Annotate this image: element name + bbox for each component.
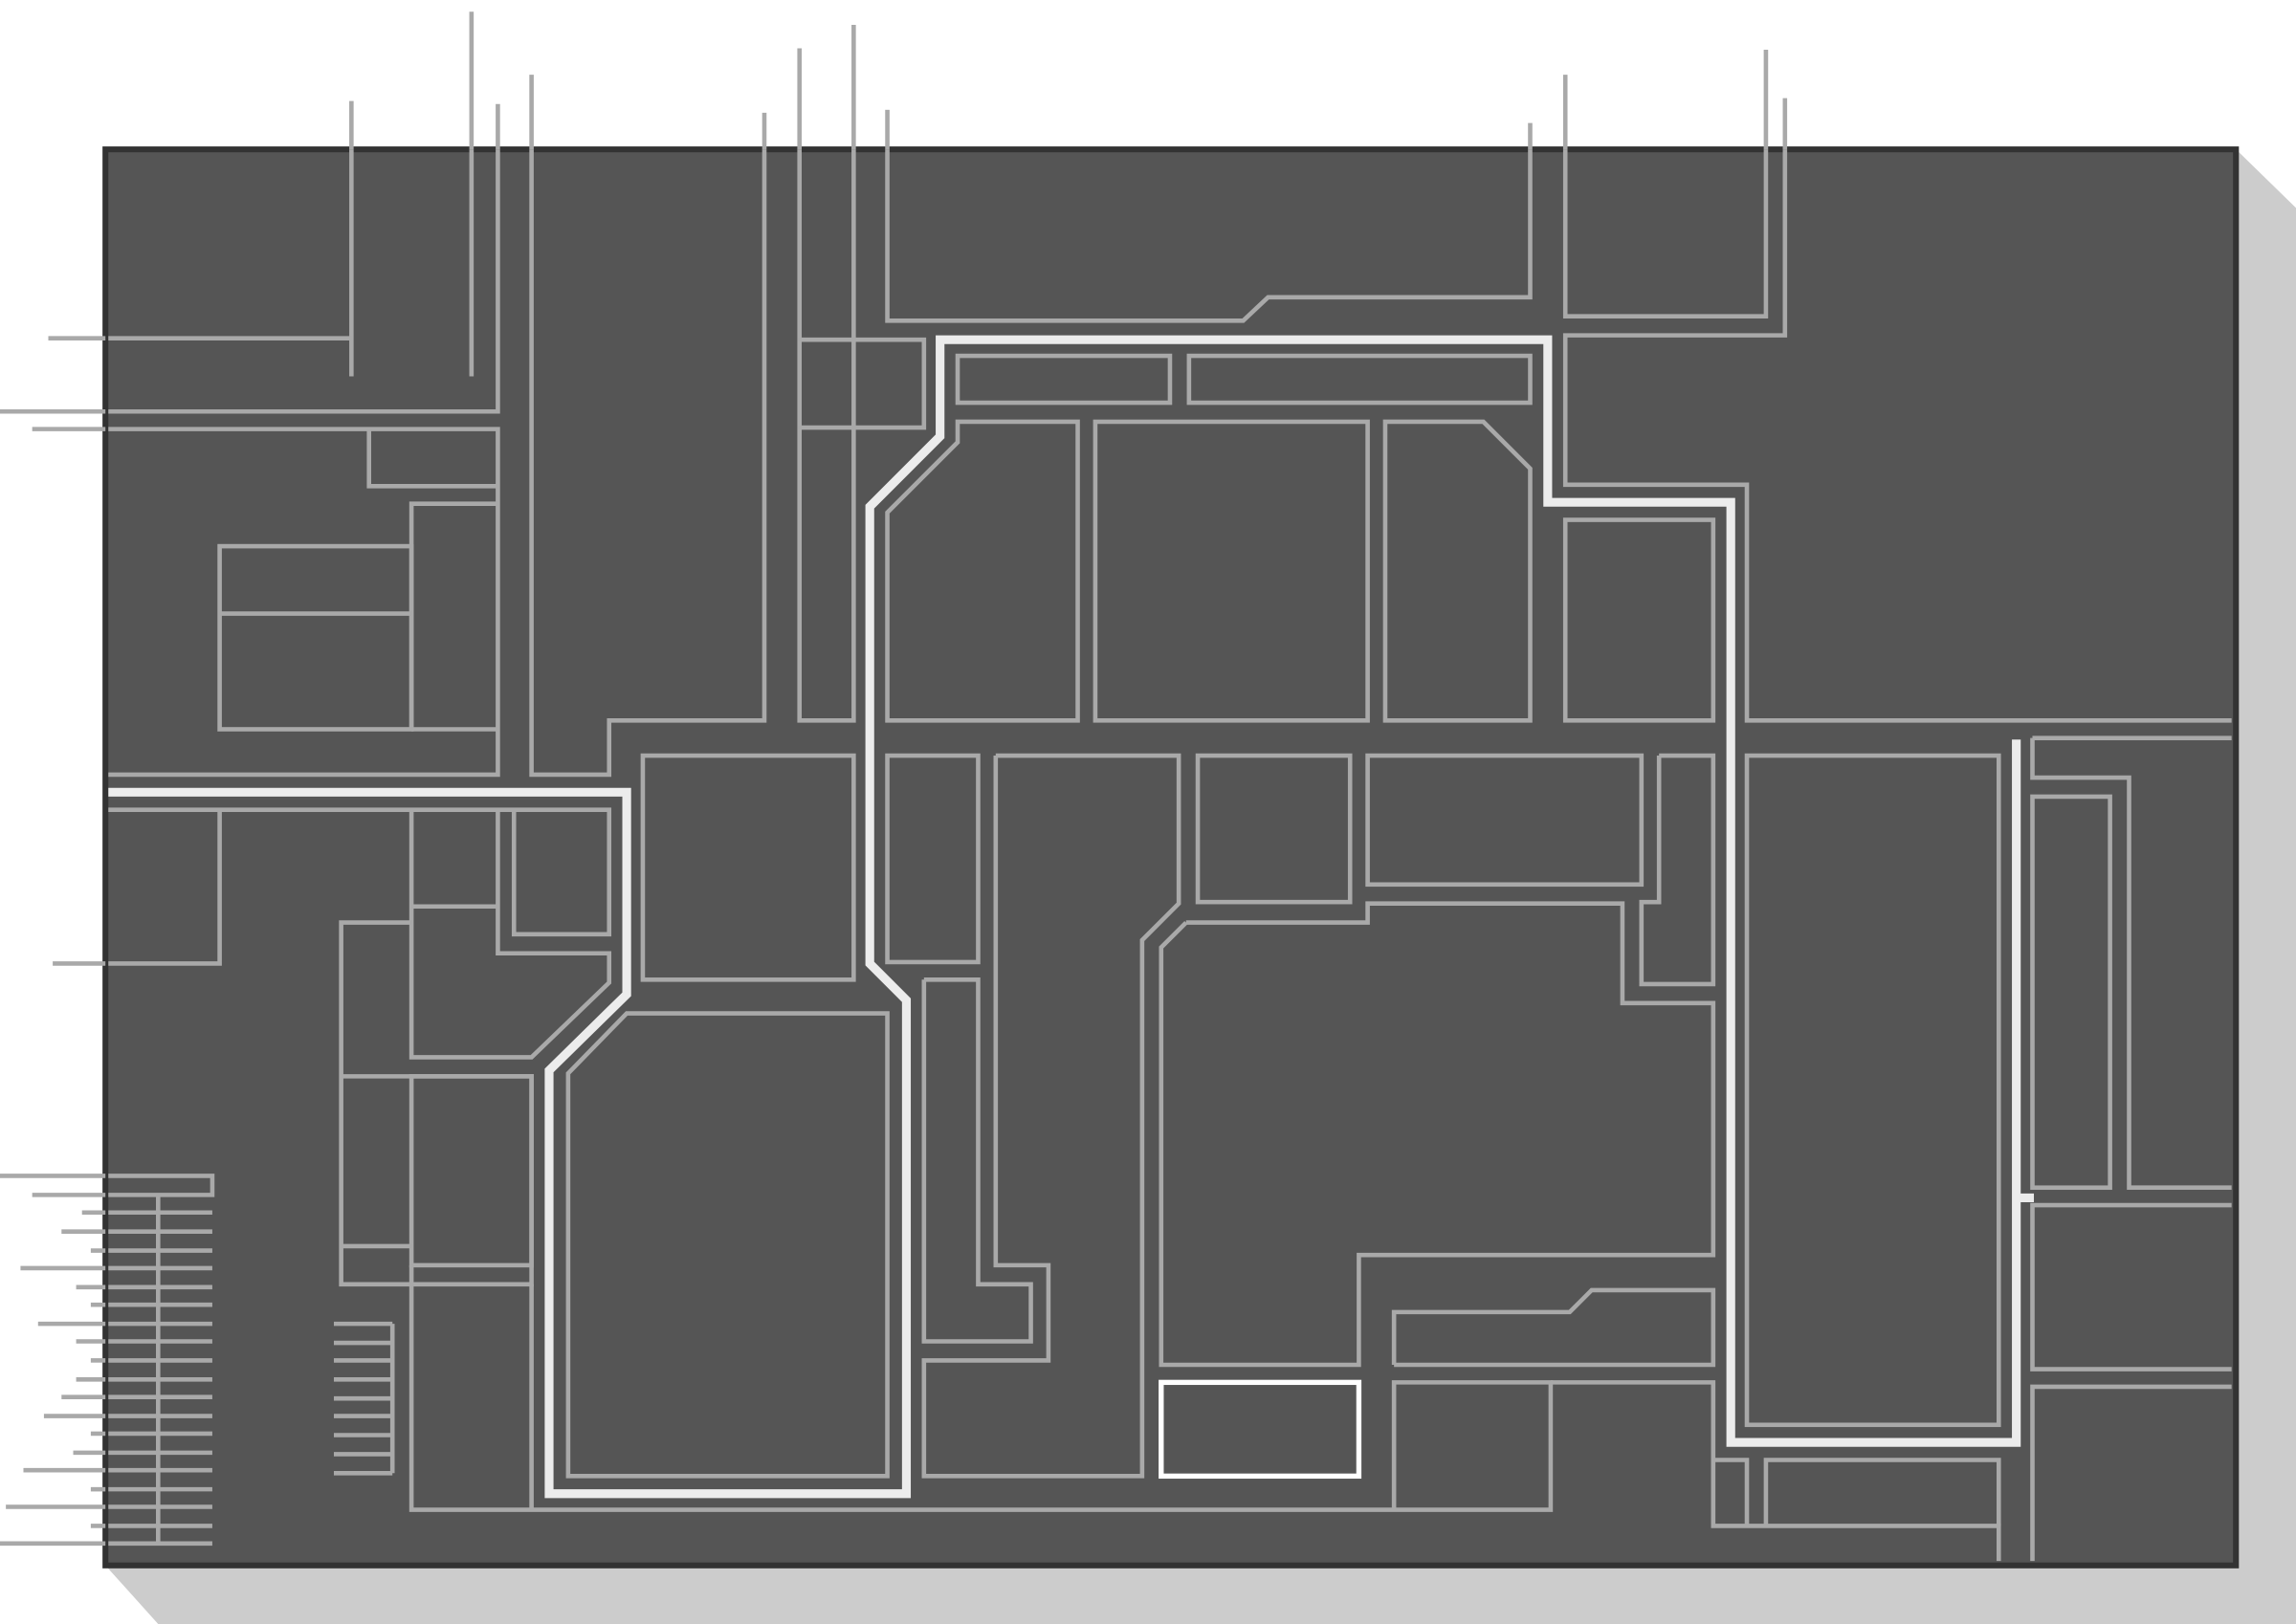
top-leader-lines xyxy=(349,11,1788,150)
block-outline xyxy=(797,149,856,723)
room xyxy=(2030,794,2112,1191)
room xyxy=(1382,419,1533,723)
block-outline xyxy=(1712,1458,1750,1526)
room xyxy=(565,1011,890,1479)
room xyxy=(408,1074,534,1268)
room xyxy=(1744,753,2001,1428)
block-outline xyxy=(2030,1202,2232,1372)
route-segment xyxy=(108,335,2021,1499)
blocks-bottom-left xyxy=(108,807,1554,1512)
room xyxy=(1365,753,1645,888)
room xyxy=(1195,753,1353,905)
room xyxy=(885,419,1080,723)
block-outline xyxy=(921,753,1181,1479)
left-leader-lines xyxy=(0,336,106,1547)
block-outline xyxy=(108,807,612,937)
block-outline xyxy=(408,809,612,1060)
block-outline xyxy=(1562,149,1769,319)
block-outline xyxy=(1639,753,1716,987)
stair-comb-center xyxy=(333,1321,395,1476)
block-outline xyxy=(529,149,767,778)
blocks-top-left xyxy=(108,149,1533,778)
block-outline xyxy=(1550,1380,2001,1562)
selected-room[interactable] xyxy=(1159,1379,1362,1480)
blocks-top-right xyxy=(885,149,2232,723)
room xyxy=(1186,353,1533,406)
block-outline xyxy=(2030,1384,2232,1562)
room xyxy=(955,353,1173,406)
room xyxy=(1562,517,1716,723)
block-outline xyxy=(885,149,1533,323)
room xyxy=(1093,419,1370,723)
blocks-bottom-right xyxy=(1550,735,2232,1562)
block-outline xyxy=(108,809,222,966)
block-outline xyxy=(921,977,1033,1344)
block-outline xyxy=(108,149,500,414)
block-outline xyxy=(1159,901,1716,1368)
block-outline xyxy=(1763,1458,2001,1526)
block-outline xyxy=(1562,149,2232,723)
block-outline xyxy=(1391,1287,1716,1368)
room xyxy=(217,543,414,732)
room xyxy=(640,753,856,982)
block-outline xyxy=(408,1264,1554,1512)
block-outline xyxy=(108,427,500,778)
block-outline xyxy=(366,428,498,489)
stair-comb-left xyxy=(108,1195,212,1547)
blocks-middle xyxy=(640,753,2001,1479)
room xyxy=(885,753,981,965)
block-outline xyxy=(799,337,927,430)
highlighted-route xyxy=(108,335,2035,1499)
block-outline xyxy=(2030,737,2232,1191)
